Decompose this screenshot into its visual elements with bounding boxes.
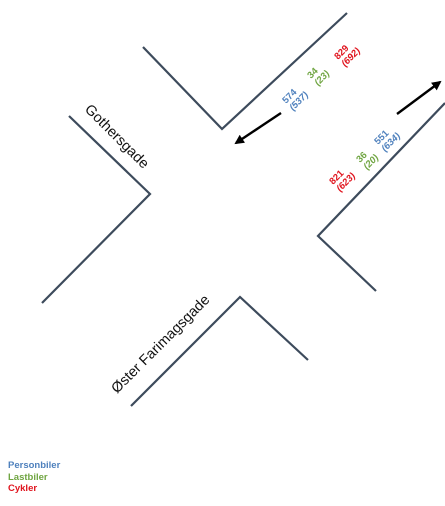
road-edge-right — [316, 102, 445, 292]
count-group-lastbiler-outbound: 36 (20) — [354, 150, 381, 172]
count-group-personbiler-outbound: 551 (634) — [372, 128, 403, 155]
arrow-northeast-icon — [396, 80, 442, 115]
count-group-cykler-inbound: 829 (692) — [332, 43, 363, 69]
road-edge-top — [142, 12, 348, 131]
legend-item-cykler: Cykler — [8, 483, 38, 494]
legend-item-lastbiler: Lastbiler — [8, 471, 48, 483]
legend-item-personbiler: Personbiler — [8, 460, 61, 471]
count-group-cykler-outbound: 821 (623) — [327, 168, 358, 195]
count-group-lastbiler-inbound: 34 (23) — [305, 65, 332, 88]
count-group-personbiler-inbound: 574 (537) — [280, 87, 311, 114]
road-edge-bottom — [130, 295, 309, 407]
arrow-southwest-icon — [234, 112, 282, 145]
street-label-oster-farimagsgade: Øster Farimagsgade — [109, 292, 214, 397]
legend: Personbiler Lastbiler Cykler — [8, 460, 60, 495]
road-edge-left — [41, 115, 152, 304]
